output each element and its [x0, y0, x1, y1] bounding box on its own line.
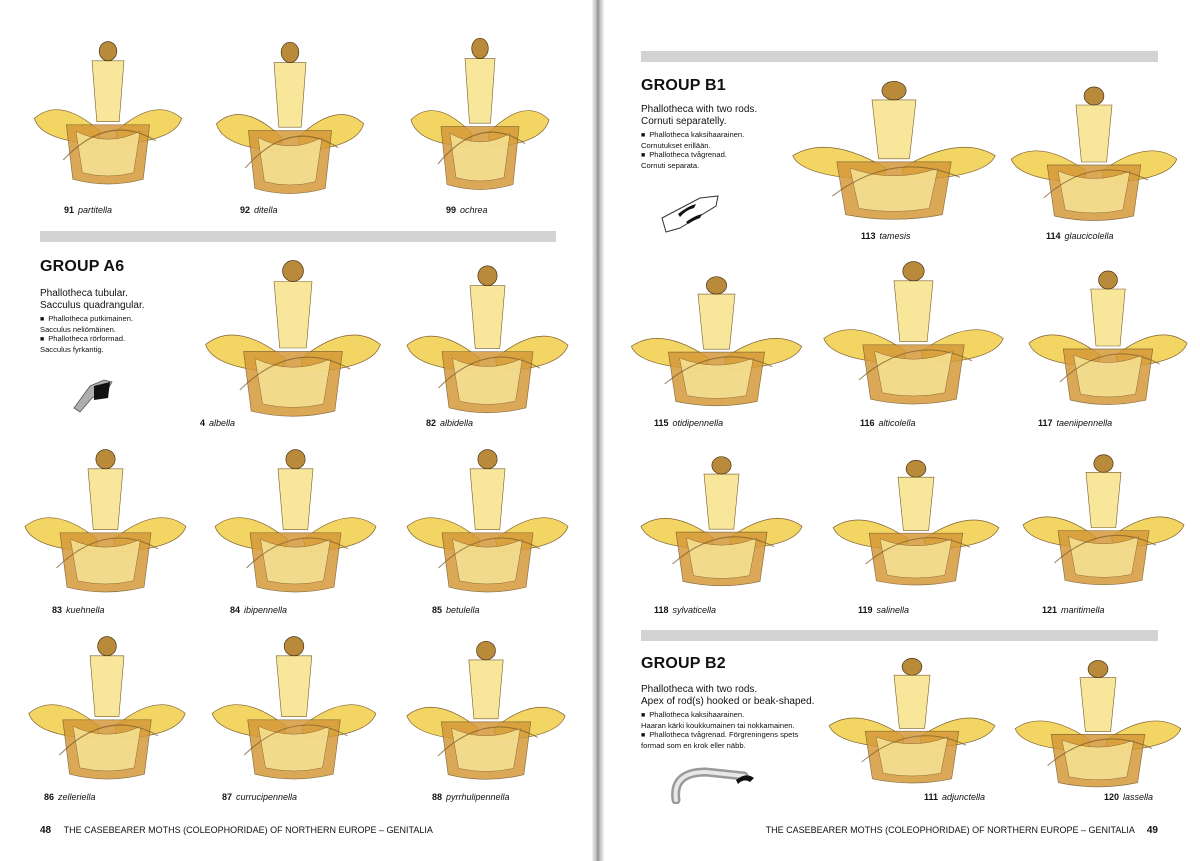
genitalia-drawing	[1014, 660, 1182, 788]
footer-title: THE CASEBEARER MOTHS (COLEOPHORIDAE) OF …	[765, 825, 1135, 835]
genitalia-drawing	[792, 80, 996, 220]
genitalia-drawing	[640, 456, 803, 587]
specimen-drawing	[210, 32, 370, 202]
genitalia-drawing	[28, 636, 186, 780]
genitalia-drawing	[34, 41, 182, 185]
section-divider-bar	[641, 51, 1158, 62]
genitalia-drawing	[214, 449, 377, 593]
group-description: Phallotheca with two rods. Cornuti separ…	[641, 104, 831, 170]
specimen-drawing	[405, 28, 555, 198]
genitalia-drawing	[1010, 86, 1178, 221]
genitalia-drawing	[1028, 270, 1188, 405]
hooked-rods-icon	[666, 764, 758, 809]
section-divider-bar	[40, 231, 556, 242]
genitalia-drawing	[823, 261, 1004, 405]
specimen-drawing	[400, 632, 572, 787]
specimen-drawing	[816, 252, 1011, 412]
genitalia-drawing	[828, 658, 996, 784]
page-footer: 48 THE CASEBEARER MOTHS (COLEOPHORIDAE) …	[40, 825, 433, 836]
page-footer: THE CASEBEARER MOTHS (COLEOPHORIDAE) OF …	[766, 825, 1158, 836]
specimen-drawing	[1004, 78, 1184, 228]
specimen-drawing	[822, 650, 1002, 790]
specimen-drawing	[826, 452, 1006, 592]
specimen-drawing	[634, 448, 809, 593]
genitalia-drawing	[406, 265, 569, 414]
genitalia-drawing	[205, 260, 381, 417]
genitalia-drawing	[24, 449, 187, 593]
specimen-drawing	[1016, 446, 1191, 592]
specimen-drawing	[624, 268, 809, 413]
two-rods-icon	[660, 192, 720, 239]
genitalia-drawing	[410, 37, 550, 190]
genitalia-drawing	[832, 460, 1000, 586]
page-number: 49	[1146, 825, 1158, 836]
phallotheca-tubular-icon	[70, 372, 120, 419]
specimen-drawing	[198, 250, 388, 425]
genitalia-drawing	[211, 636, 377, 780]
genitalia-drawing	[406, 640, 566, 780]
specimen-drawing	[208, 440, 383, 600]
specimen-drawing	[18, 440, 193, 600]
footer-title: THE CASEBEARER MOTHS (COLEOPHORIDAE) OF …	[63, 825, 433, 835]
section-divider-bar	[641, 630, 1158, 641]
genitalia-drawing	[406, 449, 569, 593]
group-description: Phallotheca with two rods. Apex of rod(s…	[641, 684, 846, 750]
specimen-drawing	[400, 256, 575, 421]
specimen-drawing	[1022, 262, 1194, 412]
specimen-drawing	[205, 627, 383, 787]
group-title: GROUP B1	[641, 77, 726, 94]
group-description: Phallotheca tubular. Sacculus quadrangul…	[40, 288, 230, 354]
right-page: GROUP B1 Phallotheca with two rods. Corn…	[604, 0, 1200, 861]
book-gutter	[592, 0, 604, 861]
page-number: 48	[40, 825, 52, 836]
group-title: GROUP A6	[40, 258, 125, 275]
genitalia-drawing	[630, 276, 803, 407]
group-title: GROUP B2	[641, 655, 726, 672]
genitalia-drawing	[1022, 454, 1185, 585]
specimen-drawing	[400, 440, 575, 600]
specimen-drawing	[1008, 652, 1188, 794]
genitalia-drawing	[216, 41, 364, 194]
specimen-drawing	[784, 72, 1004, 227]
specimen-drawing	[28, 32, 188, 192]
specimen-drawing	[22, 627, 192, 787]
